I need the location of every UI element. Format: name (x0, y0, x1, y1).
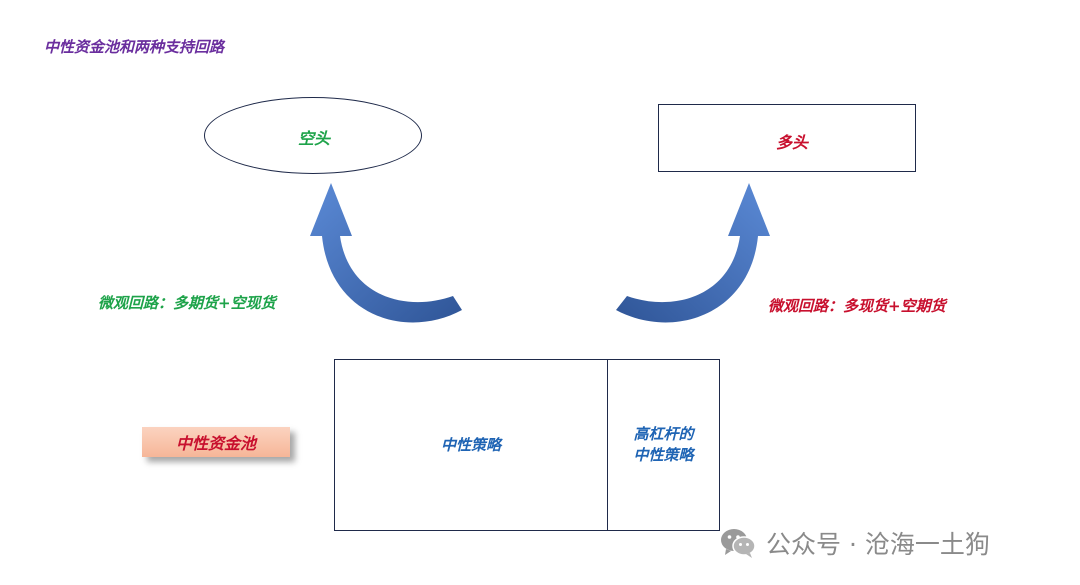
wechat-icon (721, 529, 756, 558)
left-loop-label: 微观回路：多期货+空现货 (98, 294, 276, 312)
right-loop-label: 微观回路：多现货+空期货 (768, 297, 946, 315)
leverage-strategy-label-line2: 中性策略 (633, 446, 694, 464)
neutral-strategy-cell: 中性策略 (335, 360, 608, 530)
neutral-pool-tag-label: 中性资金池 (175, 434, 256, 453)
left-curved-arrow (310, 183, 462, 323)
neutral-pool-box: 中性策略 高杠杆的 中性策略 (334, 359, 720, 531)
neutral-pool-tag: 中性资金池 (142, 427, 290, 457)
neutral-strategy-label: 中性策略 (440, 435, 501, 454)
diagram-title: 中性资金池和两种支持回路 (44, 38, 225, 56)
watermark-text: 公众号 · 沧海一土狗 (766, 530, 990, 559)
short-node-label: 空头 (298, 129, 331, 148)
leverage-strategy-label-line1: 高杠杆的 (633, 425, 694, 443)
long-node-label: 多头 (776, 133, 809, 152)
watermark: 公众号 · 沧海一土狗 (720, 523, 990, 563)
long-node-box (658, 104, 916, 172)
short-node-ellipse (204, 97, 422, 174)
right-curved-arrow (616, 183, 770, 323)
leverage-strategy-cell: 高杠杆的 中性策略 (608, 360, 719, 530)
